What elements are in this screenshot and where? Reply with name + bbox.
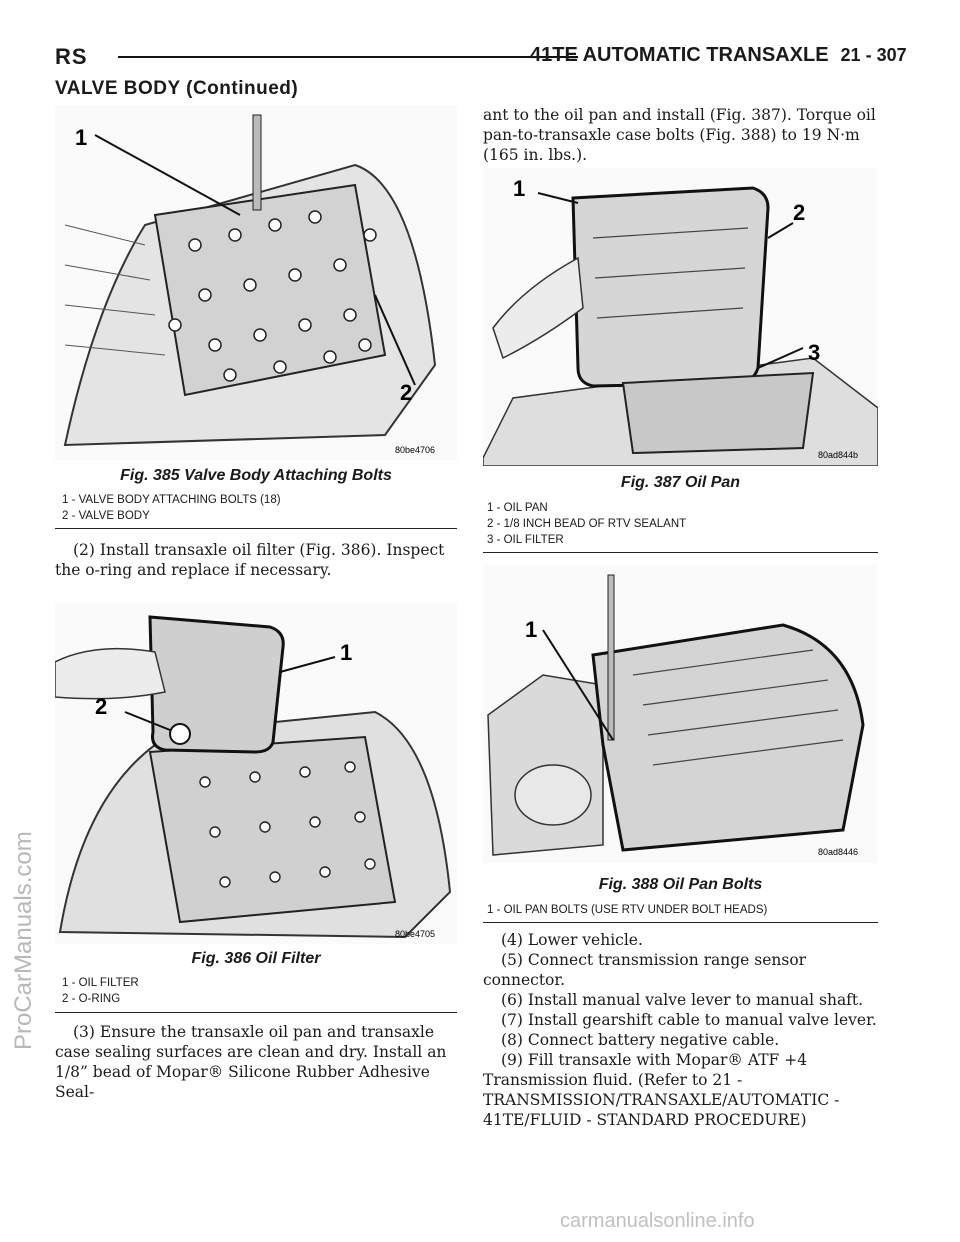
fig388-callout-1: 1 [525,617,537,642]
step-item: (7) Install gearshift cable to manual va… [501,1011,877,1029]
fig388-legend-item: 1 - OIL PAN BOLTS (USE RTV UNDER BOLT HE… [487,904,768,916]
header-rule [118,56,578,58]
fig385-callout-2: 2 [400,380,412,405]
figure-386-image: 1 2 80be4705 [55,602,457,944]
step3-text: (3) Ensure the transaxle oil pan and tra… [55,1023,447,1101]
step-item: (6) Install manual valve lever to manual… [501,991,864,1009]
fig388-legend: 1 - OIL PAN BOLTS (USE RTV UNDER BOLT HE… [487,902,877,918]
fig387-rule [483,552,878,553]
fig386-caption: Fig. 386 Oil Filter [191,950,321,967]
bottom-watermark: carmanualsonline.info [560,1210,755,1232]
fig388-code: 80ad8446 [818,847,858,857]
section-title: VALVE BODY (Continued) [55,78,299,99]
steps-list: (4) Lower vehicle. (5) Connect transmiss… [483,930,878,1130]
step-item: (9) Fill transaxle with Mopar® ATF +4 Tr… [483,1051,840,1129]
header-section-code: RS [55,44,88,69]
fig386-code: 80be4705 [395,929,435,939]
fig386-legend-item: 1 - OIL FILTER [62,977,139,989]
fig387-code: 80ad844b [818,450,858,460]
fig385-caption: Fig. 385 Valve Body Attaching Bolts [120,467,392,484]
fig386-callout-1: 1 [340,640,352,665]
fig385-legend-item: 2 - VALVE BODY [62,510,150,522]
fig387-legend-item: 3 - OIL FILTER [487,534,564,546]
step-item: (4) Lower vehicle. [501,931,643,949]
fig385-callout-1: 1 [75,125,87,150]
fig386-callout-2: 2 [95,694,107,719]
header-page-number: 21 - 307 [840,45,907,65]
fig387-legend-item: 1 - OIL PAN [487,502,548,514]
step2-text: (2) Install transaxle oil filter (Fig. 3… [55,541,445,579]
fig386-legend: 1 - OIL FILTER 2 - O-RING [62,975,457,1007]
step-item: (5) Connect transmission range sensor co… [483,951,807,989]
fig387-callout-2: 2 [793,200,805,225]
figure-387-image: 1 2 3 80ad844b [483,168,878,466]
fig388-rule [483,922,878,923]
fig385-rule [55,528,457,529]
fig385-code: 80be4706 [395,445,435,455]
fig385-legend: 1 - VALVE BODY ATTACHING BOLTS (18) 2 - … [62,492,457,524]
fig387-callout-3: 3 [808,340,820,365]
fig386-rule [55,1012,457,1013]
side-watermark: ProCarManuals.com [10,831,37,1050]
fig387-legend: 1 - OIL PAN 2 - 1/8 INCH BEAD OF RTV SEA… [487,500,877,548]
figure-385-image: 1 2 80be4706 [55,105,457,460]
fig385-legend-item: 1 - VALVE BODY ATTACHING BOLTS (18) [62,494,281,506]
fig386-legend-item: 2 - O-RING [62,993,121,1005]
fig387-legend-item: 2 - 1/8 INCH BEAD OF RTV SEALANT [487,518,687,530]
figure-388-image: 1 80ad8446 [483,565,878,863]
step-item: (8) Connect battery negative cable. [501,1031,780,1049]
fig388-caption: Fig. 388 Oil Pan Bolts [598,876,763,893]
step3-continuation: ant to the oil pan and install (Fig. 387… [483,106,876,164]
fig387-callout-1: 1 [513,176,525,201]
fig387-caption: Fig. 387 Oil Pan [620,474,741,491]
